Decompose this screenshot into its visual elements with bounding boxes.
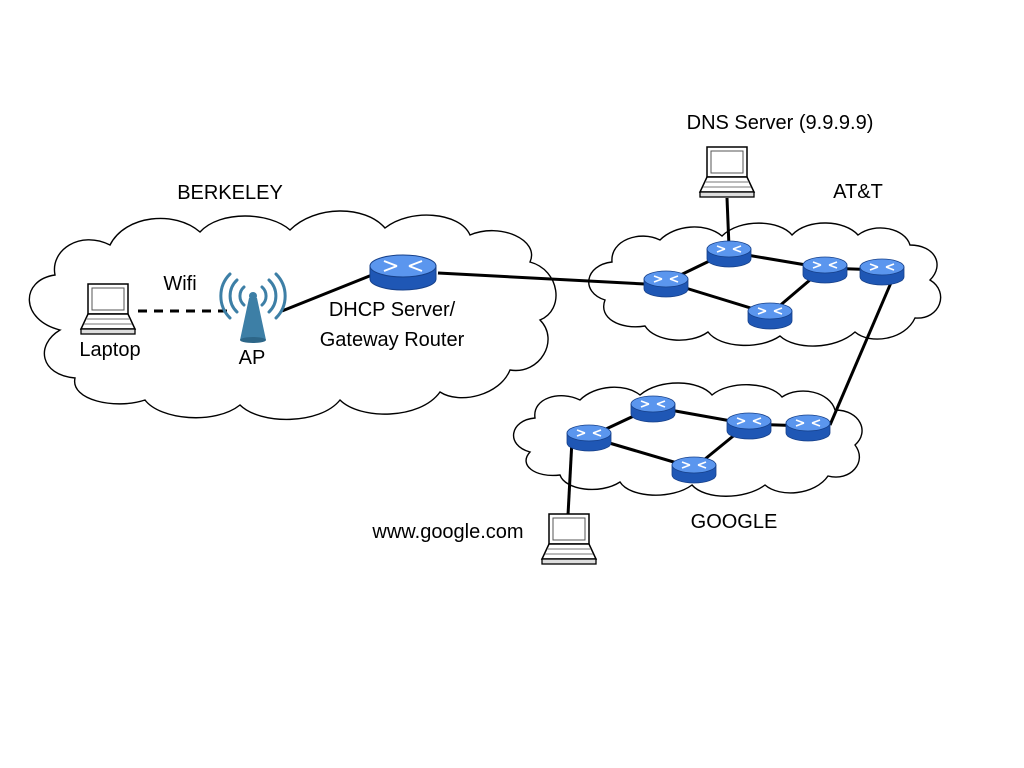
link-att-google <box>828 277 895 426</box>
gateway-router-label: Gateway Router <box>320 329 465 351</box>
berkeley-label: BERKELEY <box>177 182 283 204</box>
access-point-icon <box>219 272 287 343</box>
laptop-label: Laptop <box>79 339 140 361</box>
cloud-google <box>512 382 863 497</box>
att-label: AT&T <box>833 181 883 203</box>
google-host-laptop-icon <box>541 513 597 565</box>
google-host-label: www.google.com <box>371 521 523 543</box>
link-gateway-att <box>437 271 646 286</box>
router-icon <box>643 270 689 298</box>
dns-server-laptop-icon <box>699 146 755 198</box>
laptop-icon <box>80 283 136 335</box>
gateway-router-icon <box>369 254 437 291</box>
google-label: GOOGLE <box>691 511 778 533</box>
ap-label: AP <box>239 347 266 369</box>
router-icon <box>785 414 831 442</box>
link-ap-gateway <box>281 273 373 313</box>
router-icon <box>671 456 717 484</box>
router-icon <box>859 258 905 286</box>
router-icon <box>726 412 772 440</box>
router-icon <box>802 256 848 284</box>
wifi-label: Wifi <box>163 273 196 295</box>
cloud-att <box>588 222 942 347</box>
router-icon <box>747 302 793 330</box>
router-icon <box>630 395 676 423</box>
link-google-host <box>566 439 574 516</box>
router-icon <box>566 424 612 452</box>
router-icon <box>706 240 752 268</box>
dns-server-label: DNS Server (9.9.9.9) <box>687 112 874 134</box>
link-dns-att <box>725 197 731 248</box>
dhcp-server-label: DHCP Server/ <box>329 299 456 321</box>
